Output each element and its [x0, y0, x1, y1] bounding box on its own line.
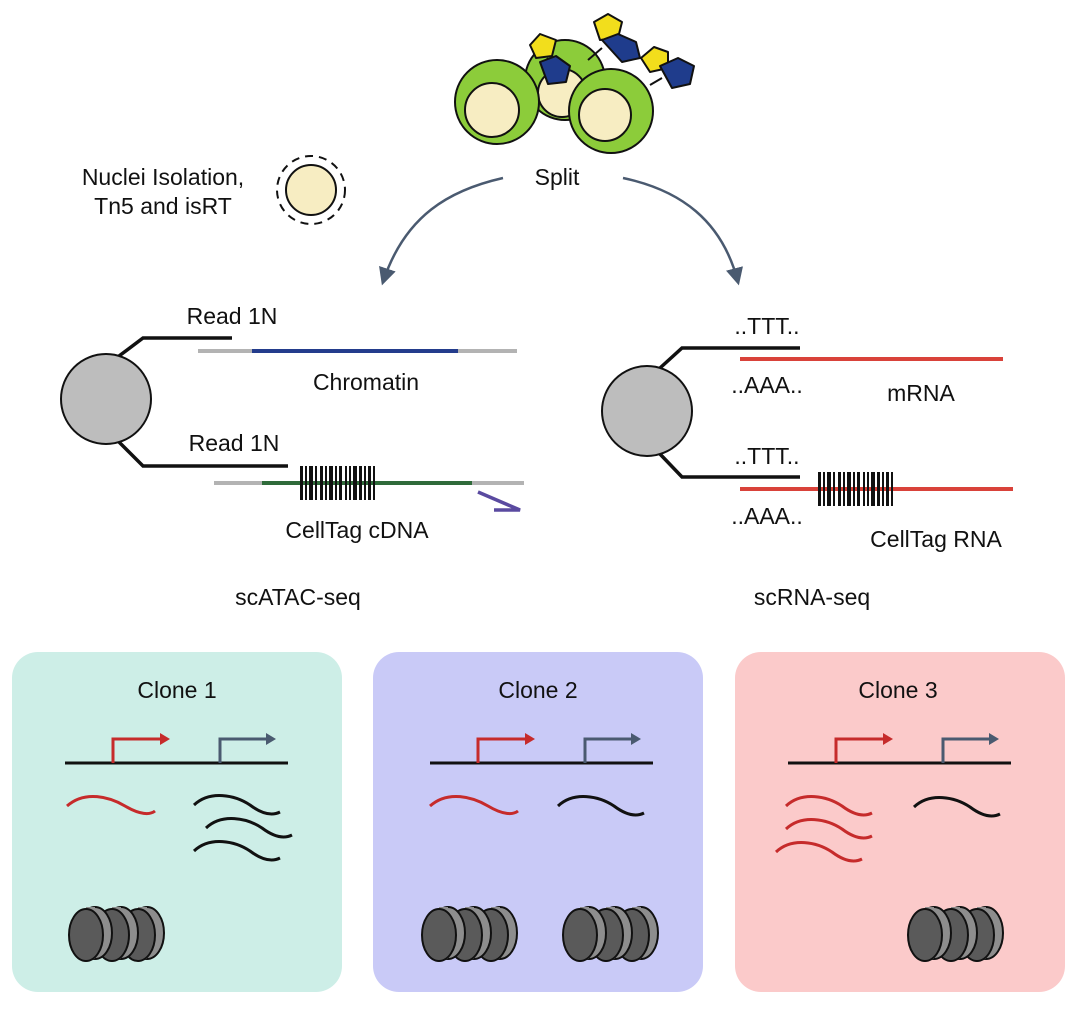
- primer-arrow: [477, 490, 521, 512]
- barcode-bar: [335, 466, 337, 500]
- barcode-bar: [877, 472, 880, 506]
- ttt-top-label: ..TTT..: [734, 313, 799, 339]
- barcode-bar: [823, 472, 825, 506]
- barcode-bar: [857, 472, 860, 506]
- nucleosome-stack: [907, 906, 1004, 962]
- barcode-bar: [325, 466, 327, 500]
- barcode-bar: [833, 472, 835, 506]
- clone-panel-bg: [12, 652, 342, 992]
- aaa-bottom-label: ..AAA..: [731, 503, 803, 529]
- mrna-label: mRNA: [887, 380, 955, 406]
- transcript-black: [556, 795, 645, 817]
- clone-title: Clone 2: [498, 677, 577, 703]
- clone-panel-bg: [373, 652, 703, 992]
- barcode-bar: [315, 466, 317, 500]
- barcode-bar: [871, 472, 875, 506]
- barcode-bar: [838, 472, 841, 506]
- clone-panel-1: Clone 1: [12, 652, 342, 992]
- transcript-red: [429, 794, 519, 816]
- transcript-black: [192, 794, 281, 816]
- read1n-bottom-label: Read 1N: [189, 430, 280, 456]
- aaa-top-label: ..AAA..: [731, 372, 803, 398]
- barcode-bar: [359, 466, 362, 500]
- nuclei-isolation-label: Nuclei Isolation,: [82, 164, 244, 190]
- clone-title: Clone 3: [858, 677, 937, 703]
- promoter-red: [111, 737, 162, 763]
- promoter-slate: [218, 737, 268, 763]
- barcode-bar: [863, 472, 865, 506]
- barcode-bar: [329, 466, 333, 500]
- isolated-nucleus-icon: [276, 155, 346, 225]
- scatac-seq-label: scATAC-seq: [235, 584, 361, 610]
- transcript-black: [192, 840, 281, 862]
- barcode-bar: [320, 466, 323, 500]
- ttt-bottom-label: ..TTT..: [734, 443, 799, 469]
- barcode-bar: [368, 466, 371, 500]
- barcode-bar: [305, 466, 307, 500]
- rna-bead-assembly: [601, 346, 1013, 506]
- clone-title: Clone 1: [137, 677, 216, 703]
- transcript-red: [784, 818, 873, 840]
- surface-tag-3: [640, 46, 695, 89]
- atac-bead-assembly: [60, 336, 524, 512]
- transcript-red: [774, 841, 863, 863]
- celltag-rna-label: CellTag RNA: [870, 526, 1002, 552]
- transcript-black: [204, 817, 293, 839]
- split-arrow-left: [379, 176, 504, 286]
- barcode-bar: [349, 466, 351, 500]
- transcript-black: [912, 796, 1001, 818]
- nucleosome-icon: [907, 906, 952, 962]
- surface-tag-2: [587, 13, 641, 63]
- barcode-bar: [339, 466, 342, 500]
- nucleosome-stack: [421, 906, 518, 962]
- barcode-bar: [853, 472, 855, 506]
- barcode-bar: [882, 472, 884, 506]
- barcode-bar: [843, 472, 845, 506]
- scrna-seq-label: scRNA-seq: [754, 584, 870, 610]
- clone-panel-2: Clone 2: [373, 652, 703, 992]
- atac-bead: [60, 353, 152, 445]
- barcode-bar: [818, 472, 821, 506]
- cell-right: [568, 68, 654, 154]
- barcode-bar: [300, 466, 303, 500]
- chromatin-label: Chromatin: [313, 369, 419, 395]
- surface-tag-1: [529, 33, 571, 85]
- promoter-slate: [941, 737, 991, 763]
- nucleosome-icon: [421, 906, 466, 962]
- barcode-bar: [345, 466, 347, 500]
- nucleosome-icon: [562, 906, 607, 962]
- read1n-top-label: Read 1N: [187, 303, 278, 329]
- rna-bead: [601, 365, 693, 457]
- celltag-cdna-label: CellTag cDNA: [285, 517, 429, 543]
- barcode-bar: [364, 466, 366, 500]
- barcode-bar: [309, 466, 313, 500]
- barcode-bar: [827, 472, 831, 506]
- promoter-red: [834, 737, 885, 763]
- promoter-red: [476, 737, 527, 763]
- nucleosome-stack: [562, 906, 659, 962]
- barcode-bar: [373, 466, 375, 500]
- tn5-isrt-label: Tn5 and isRT: [94, 193, 232, 219]
- clone-panel-3: Clone 3: [735, 652, 1065, 992]
- barcode-bar: [867, 472, 869, 506]
- cell-left: [454, 59, 540, 145]
- split-label: Split: [535, 164, 580, 190]
- celltag-barcode-rna: [818, 472, 893, 506]
- barcode-bar: [353, 466, 357, 500]
- split-arrow-right: [622, 176, 743, 286]
- transcript-red: [784, 795, 873, 817]
- nucleosome-stack: [68, 906, 165, 962]
- nucleosome-icon: [68, 906, 113, 962]
- tagged-cell-cluster: [454, 13, 695, 154]
- barcode-bar: [891, 472, 893, 506]
- clone-panel-bg: [735, 652, 1065, 992]
- barcode-bar: [886, 472, 889, 506]
- celltag-barcode-atac: [300, 466, 375, 500]
- barcode-bar: [847, 472, 851, 506]
- transcript-red: [66, 794, 156, 816]
- promoter-slate: [583, 737, 633, 763]
